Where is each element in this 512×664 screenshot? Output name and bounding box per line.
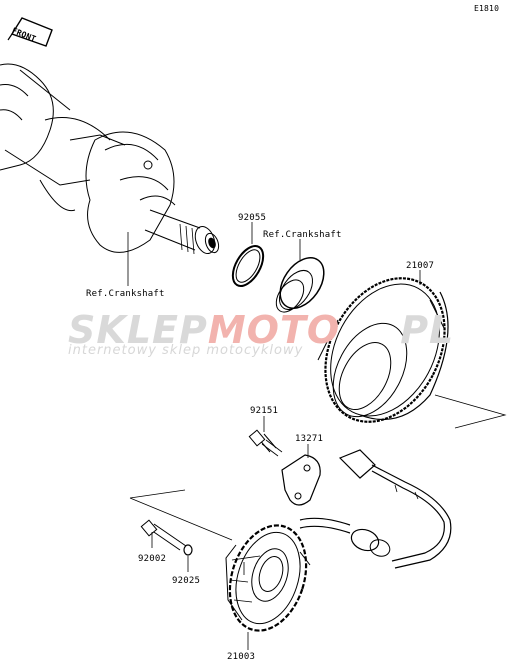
part-label-21003: 21003 xyxy=(227,652,256,662)
holder-plate-13271 xyxy=(281,454,321,506)
watermark-part2: MOTO xyxy=(207,308,341,352)
part-label-92055: 92055 xyxy=(238,213,267,223)
watermark-part1: SKLEP xyxy=(68,308,208,352)
part-label-ref-crankshaft-top: Ref.Crankshaft xyxy=(263,230,342,240)
stator-21003 xyxy=(225,524,311,632)
watermark-part3: PL xyxy=(400,308,455,352)
seal-ring-ref-crankshaft xyxy=(275,257,325,313)
o-ring-92055 xyxy=(231,245,265,287)
part-label-92151: 92151 xyxy=(250,406,279,416)
part-label-92025: 92025 xyxy=(172,576,201,586)
crankshaft-illustration xyxy=(0,63,220,255)
wiring-harness xyxy=(299,449,452,569)
diagram-code: E1810 xyxy=(474,4,500,13)
bolt-92002 xyxy=(140,519,187,551)
part-label-13271: 13271 xyxy=(295,434,324,444)
watermark-logo: SKLEPMOTO PL xyxy=(68,308,454,352)
part-label-ref-crankshaft-left: Ref.Crankshaft xyxy=(86,289,165,299)
bolt-92151 xyxy=(248,429,283,457)
watermark-tagline: internetowy sklep motocyklowy xyxy=(68,343,304,358)
washer-92025 xyxy=(183,544,193,556)
part-label-21007: 21007 xyxy=(406,261,435,271)
rotor-flywheel-21007 xyxy=(317,277,449,423)
part-label-92002: 92002 xyxy=(138,554,167,564)
front-arrow-icon xyxy=(7,17,53,47)
